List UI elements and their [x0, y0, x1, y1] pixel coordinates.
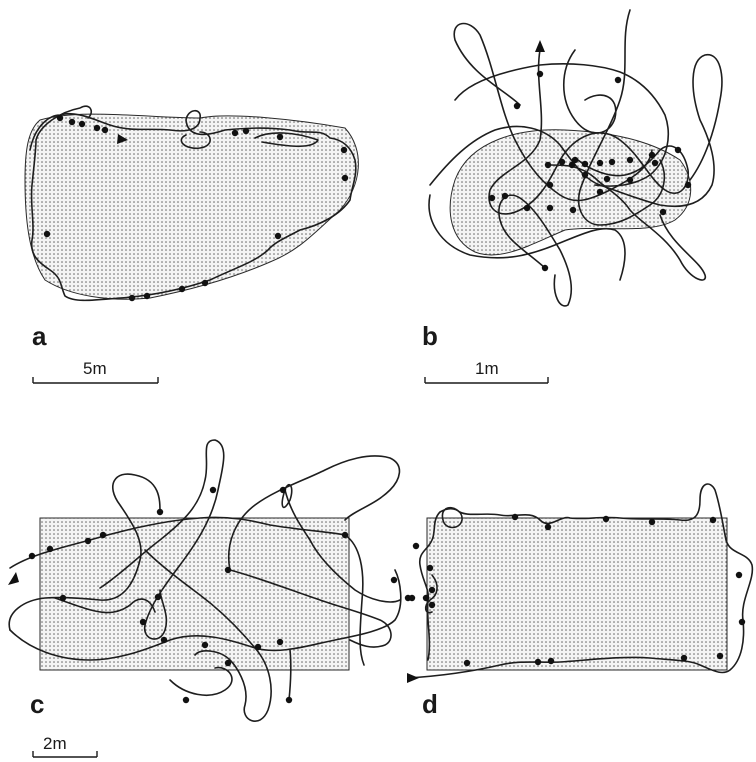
area-a: [25, 114, 358, 299]
scale-label-b: 1m: [475, 359, 499, 378]
start-arrow-b: [535, 40, 545, 52]
area-d: [427, 518, 727, 670]
panel-b: b 1m: [422, 10, 722, 383]
panel-label-a: a: [32, 321, 47, 351]
panel-label-d: d: [422, 689, 438, 719]
scale-label-c: 2m: [43, 734, 67, 753]
scale-label-a: 5m: [83, 359, 107, 378]
panel-d: d: [407, 484, 752, 719]
panel-label-b: b: [422, 321, 438, 351]
trajectory-b-9: [564, 50, 616, 133]
start-arrow-c: [8, 572, 19, 585]
start-arrow-d: [407, 673, 419, 683]
panel-a: a 5m: [25, 106, 358, 383]
trajectory-c-10: [170, 668, 232, 696]
panel-c: c 2m: [8, 440, 411, 757]
area-b: [450, 130, 691, 255]
panel-label-c: c: [30, 689, 44, 719]
